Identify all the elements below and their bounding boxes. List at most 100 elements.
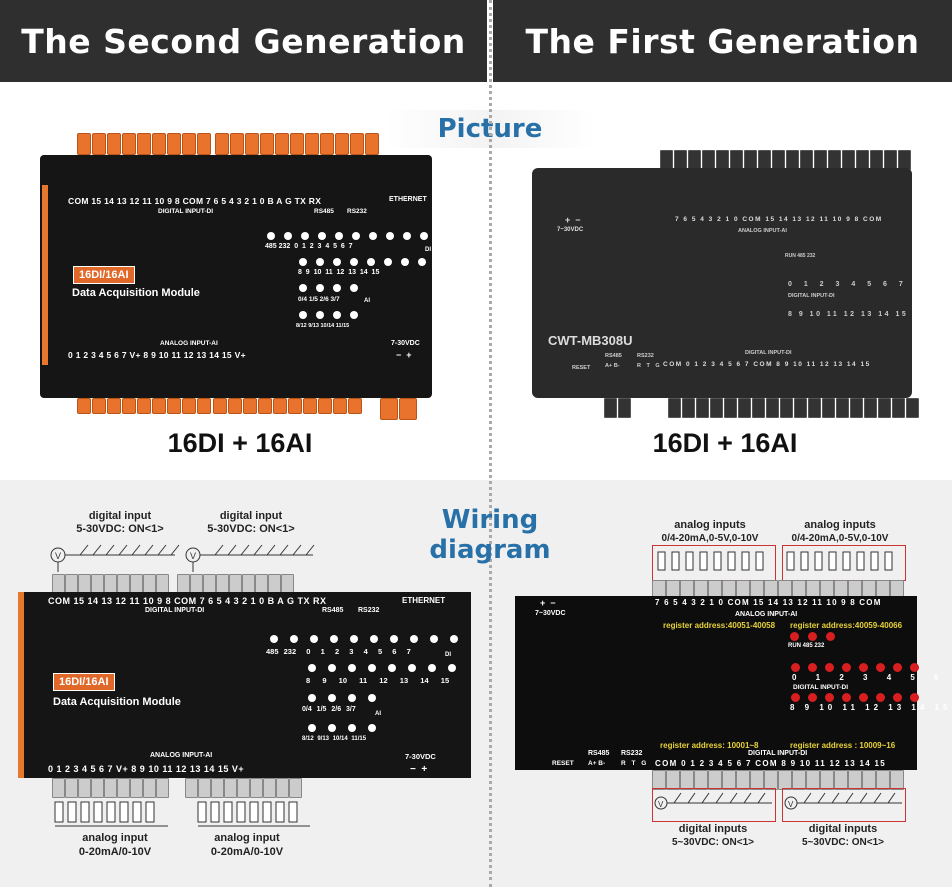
fg-top-terminals (660, 150, 911, 170)
wr-di-box-1 (652, 788, 776, 822)
wr-reg-di-1: register address: 10001~8 (660, 741, 759, 750)
fg-di-row1: 0 1 2 3 4 5 6 7 (788, 281, 908, 288)
wr-reset: RESET (552, 760, 574, 767)
wl-model-badge: 16DI/16AI (53, 673, 115, 691)
wl-bottom-terminals (52, 778, 302, 798)
module-title: Data Acquisition Module (72, 287, 200, 299)
wl-rs232: RS232 (358, 607, 380, 614)
wr-status-labels: RUN 485 232 (788, 643, 825, 649)
wr-di-label-2: digital inputs (808, 823, 878, 835)
fg-rs232: RS232 (637, 353, 654, 359)
wl-di-led-labels-1: 485 232 0 1 2 3 4 5 6 7 (266, 647, 411, 656)
wl-top-terminals (52, 574, 294, 594)
wr-di-labels-1: 0 1 2 3 4 5 6 7 (792, 673, 952, 682)
wl-di-tag: DI (445, 652, 451, 658)
analog-input-label: ANALOG INPUT-AI (160, 340, 218, 347)
wiring-tag-line1: Wiring (441, 505, 539, 535)
model-badge: 16DI/16AI (73, 266, 135, 284)
wl-ai-led-labels-1: 0/4 1/5 2/6 3/7 (302, 706, 356, 713)
wr-rs485-pins: A+ B- (588, 760, 606, 767)
wr-ai-sub-1: 0/4-20mA,0-5V,0-10V (661, 533, 759, 544)
top-pin-labels: COM 15 14 13 12 11 10 9 8 COM 7 6 5 4 3 … (68, 196, 322, 206)
wr-rs232: RS232 (621, 750, 643, 757)
fg-power-sym: + − (565, 215, 581, 225)
wl-di-led-row-2 (308, 664, 456, 672)
wr-di-sub-1: 5~30VDC: ON<1> (672, 837, 754, 848)
wl-module-title: Data Acquisition Module (53, 696, 181, 708)
ethernet-label: ETHERNET (389, 196, 427, 203)
wl-di-label-1: digital input (88, 510, 152, 522)
fg-rs485-pins: A+ B- (605, 363, 620, 369)
bottom-terminals-right (213, 398, 362, 414)
wr-di-label: DIGITAL INPUT-DI (793, 684, 849, 691)
wr-ai-sub-2: 0/4-20mA,0-5V,0-10V (791, 533, 889, 544)
wl-ai-sub-2: 0-20mA/0-10V (210, 846, 284, 858)
fg-di-label: DIGITAL INPUT-DI (788, 293, 835, 299)
fg-analog-input-label: ANALOG INPUT-AI (738, 228, 787, 234)
wl-di-sub-2: 5-30VDC: ON<1> (207, 523, 295, 535)
header-second-generation: The Second Generation (0, 0, 487, 82)
wr-di-box-2 (782, 788, 906, 822)
fg-reset: RESET (572, 365, 591, 371)
fg-top-labels: 7 6 5 4 3 2 1 0 COM 15 14 13 12 11 10 9 … (675, 216, 883, 223)
power-label: 7-30VDC (391, 340, 420, 347)
wr-rs232-pins: R T G (621, 760, 649, 767)
fg-rs485: RS485 (605, 353, 622, 359)
wl-rs485: RS485 (322, 607, 344, 614)
wr-di-switches: V V (654, 792, 902, 810)
wr-bottom-terminals (652, 770, 904, 790)
top-terminals-left (77, 133, 211, 155)
di-tag: DI (425, 247, 431, 253)
wr-device-panel (515, 596, 917, 770)
ai-led-labels-2: 8/12 9/13 10/14 11/15 (296, 323, 350, 329)
orange-strip (42, 185, 48, 365)
svg-text:V: V (190, 551, 196, 561)
wr-ai-resistors (657, 551, 893, 571)
wl-ai-resistors (54, 801, 310, 827)
fg-model: CWT-MB308U (548, 333, 633, 348)
wr-bottom-labels: COM 0 1 2 3 4 5 6 7 COM 8 9 10 11 12 13 … (655, 759, 887, 768)
wr-analog-input: ANALOG INPUT-AI (735, 611, 798, 618)
wr-power-label: 7~30VDC (535, 610, 566, 617)
wl-power-polarity: − + (410, 764, 428, 775)
power-terminals (380, 398, 417, 420)
digital-input-label: DIGITAL INPUT-DI (158, 208, 214, 215)
power-polarity: − + (396, 350, 412, 360)
wl-di-switches: V V (50, 544, 315, 572)
wiring-tag-line2: diagram (429, 535, 551, 565)
fg-power-label: 7~30VDC (557, 227, 584, 233)
wl-digital-input: DIGITAL INPUT-DI (145, 607, 205, 614)
wr-di-sub-2: 5~30VDC: ON<1> (802, 837, 884, 848)
header-first-generation: The First Generation (493, 0, 952, 82)
di-led-labels-2: 8 9 10 11 12 13 14 15 (298, 269, 380, 276)
fg-digital-input-label: DIGITAL INPUT-DI (745, 350, 792, 356)
wr-ai-label-2: analog inputs (804, 519, 876, 531)
di-led-row-1 (267, 232, 428, 240)
wl-orange-strip (18, 592, 24, 778)
wl-top-pin-labels: COM 15 14 13 12 11 10 9 8 COM 7 6 5 4 3 … (48, 596, 327, 606)
wl-di-label-2: digital input (219, 510, 283, 522)
bottom-terminals-left (77, 398, 211, 414)
di-led-row-2 (299, 258, 426, 266)
wl-ai-label-2: analog input (214, 832, 280, 844)
svg-text:V: V (55, 551, 61, 561)
wr-power-sym: + − (540, 598, 556, 608)
bottom-pin-labels: 0 1 2 3 4 5 6 7 V+ 8 9 10 11 12 13 14 15… (68, 350, 246, 360)
di-led-labels-1: 485 232 0 1 2 3 4 5 6 7 (265, 243, 353, 250)
wr-reg-ai-2: register address:40059-40066 (790, 621, 903, 630)
caption-second-gen: 16DI + 16AI (167, 428, 313, 458)
wl-di-led-labels-2: 8 9 10 11 12 13 14 15 (306, 676, 450, 685)
wl-ai-led-labels-2: 8/12 9/13 10/14 11/15 (302, 736, 367, 742)
ai-led-row-1 (299, 284, 358, 292)
top-terminals-right (215, 133, 379, 155)
ai-led-labels-1: 0/4 1/5 2/6 3/7 (298, 296, 340, 303)
fg-status-labels: RUN 485 232 (785, 253, 816, 259)
wr-di-led-row-1 (791, 663, 919, 672)
wr-status-leds (790, 632, 835, 641)
svg-text:V: V (788, 800, 794, 809)
wr-reg-di-2: register address : 10009~16 (790, 741, 896, 750)
wl-ai-led-row-1 (308, 694, 376, 702)
fg-bottom-terminals (668, 398, 919, 418)
wl-ethernet: ETHERNET (402, 596, 446, 605)
center-divider (489, 0, 492, 887)
